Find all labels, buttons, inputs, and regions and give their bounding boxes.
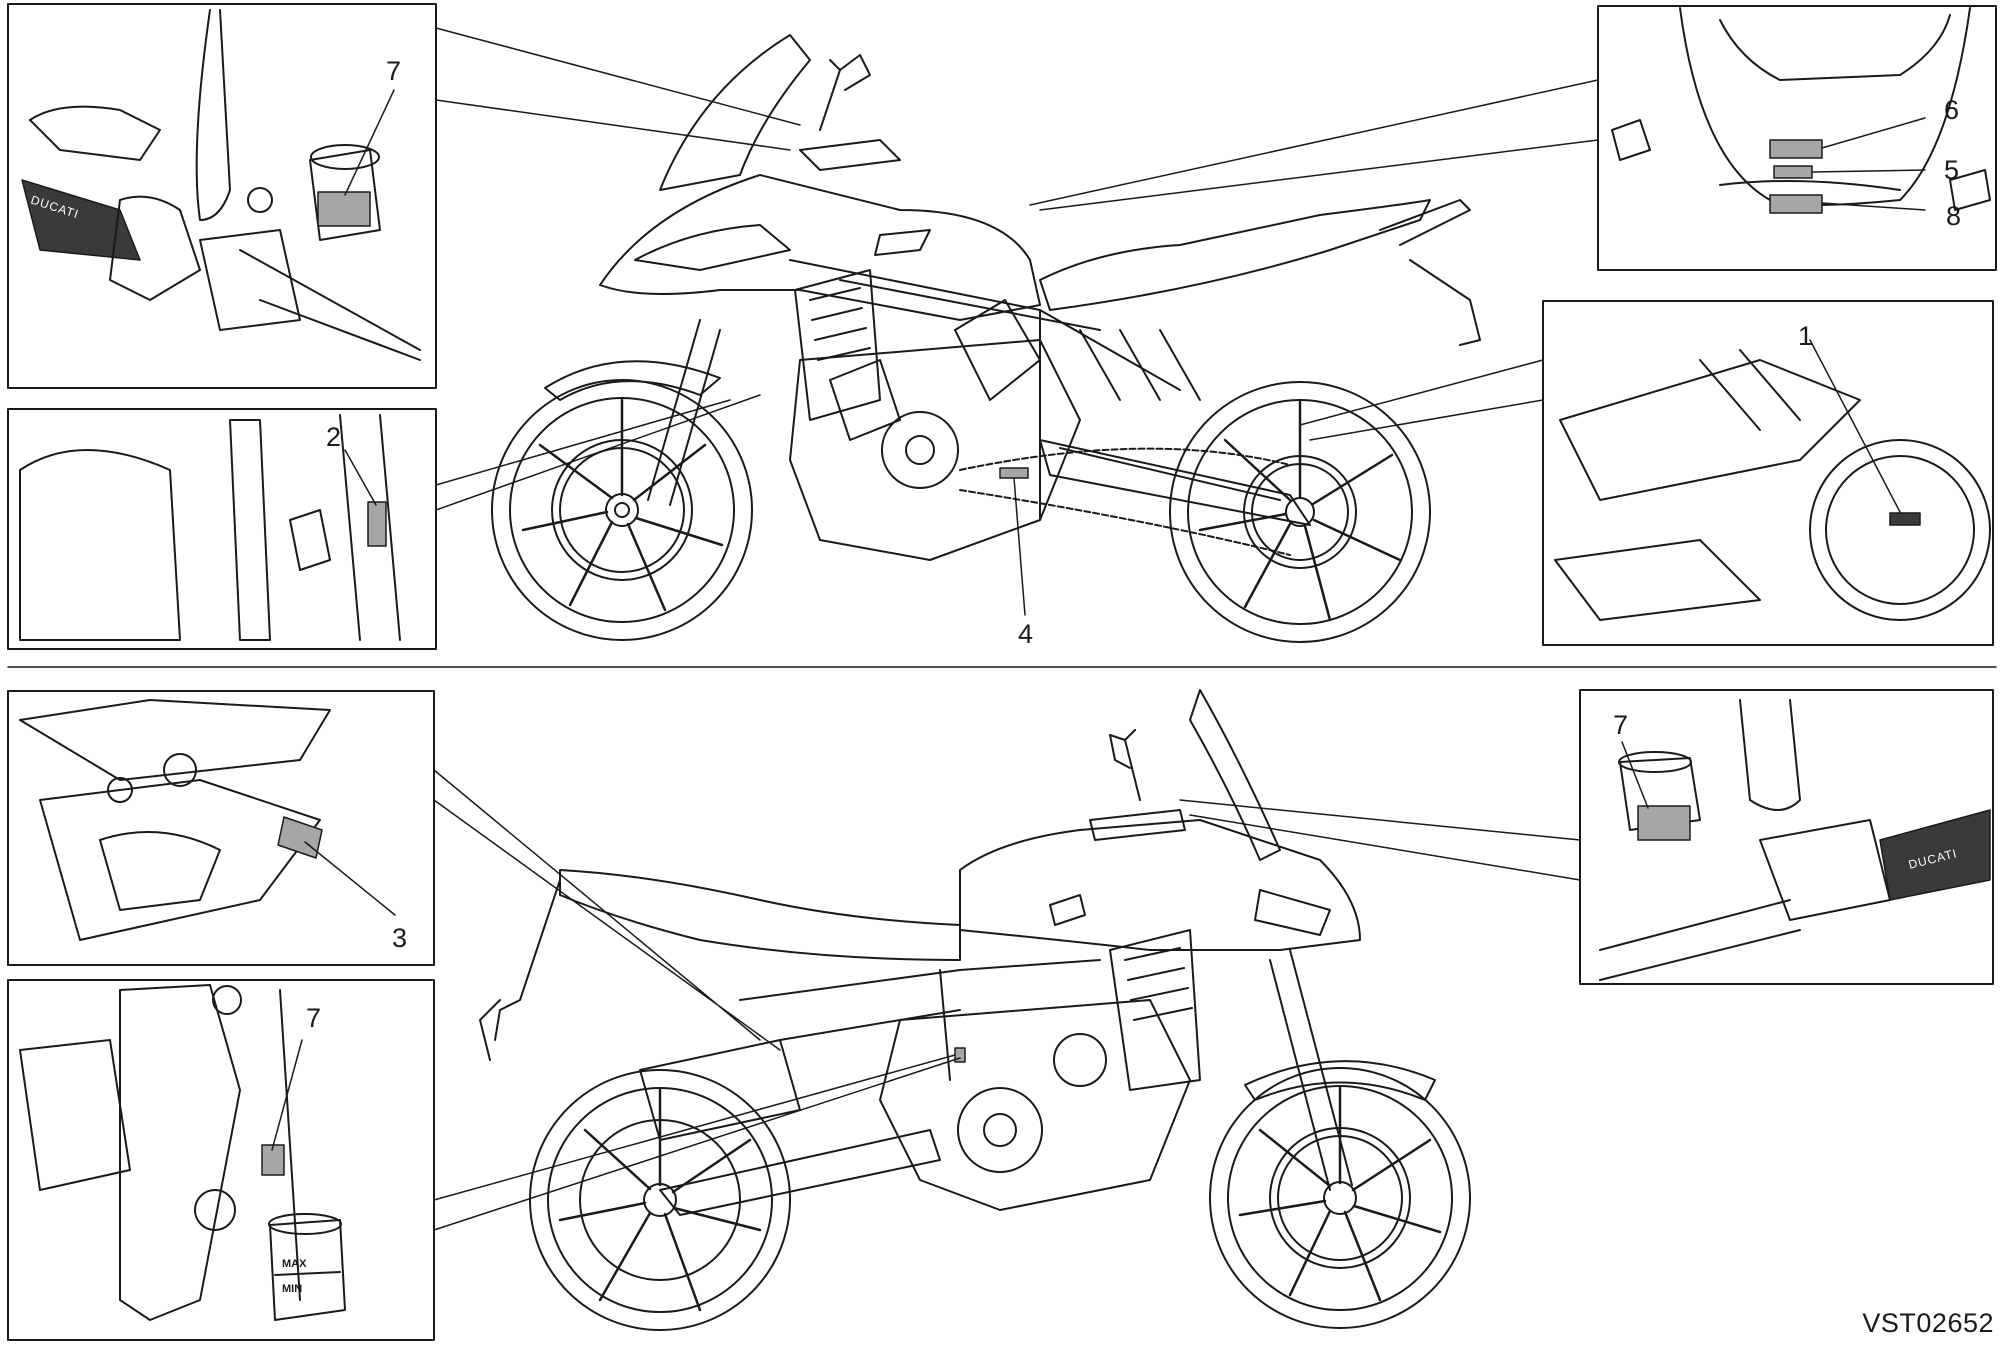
callout-7-rear-reservoir: 7	[306, 1003, 322, 1033]
reservoir-min-mark: MIN	[282, 1283, 303, 1295]
motorcycle-right-side-view	[479, 689, 1471, 1331]
callout-2: 2	[326, 422, 342, 452]
callout-5: 5	[1944, 155, 1960, 185]
callout-6: 6	[1944, 95, 1960, 125]
inset-rear-frame	[1542, 300, 1994, 646]
reservoir-max-mark: MAX	[282, 1258, 307, 1270]
inset-rear-brake-reservoir	[7, 979, 435, 1341]
inset-left-handlebar	[7, 3, 437, 389]
motorcycle-left-side-view	[491, 34, 1481, 643]
callout-7-right-handlebar: 7	[1613, 710, 1629, 740]
document-code: VST02652	[1862, 1308, 1994, 1338]
inset-fork-leg	[7, 408, 437, 650]
callout-4: 4	[1018, 619, 1034, 649]
callout-8: 8	[1946, 201, 1962, 231]
inset-right-handlebar	[1579, 689, 1994, 985]
inset-tank-labels	[1597, 5, 1997, 271]
callout-7-left-handlebar: 7	[386, 56, 402, 86]
inset-under-seat	[7, 690, 435, 966]
leader-lines	[271, 27, 1926, 1231]
callout-3: 3	[392, 923, 408, 953]
callout-1: 1	[1798, 321, 1814, 351]
